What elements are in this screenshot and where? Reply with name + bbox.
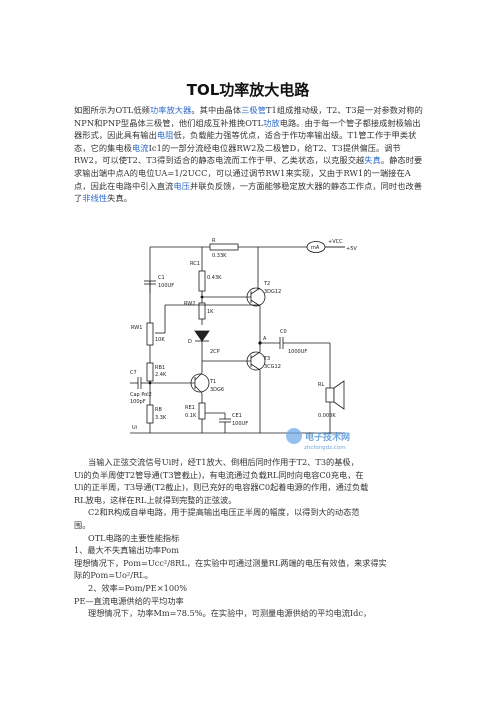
intro-text: 。静态时要求输出端中点A的电位UA=1/2UCC，可以通过调节RW1来实现，又由… [74,155,423,191]
label-rw2-val: 1K [207,309,214,315]
label-c1: C1 [158,275,165,281]
label-t2-type: 3DG12 [264,289,281,295]
label-rb-val: 3.3K [155,415,167,421]
label-r: R [212,238,216,244]
label-rw2: RW2 [184,301,195,307]
label-vcc: +VCC [328,239,343,245]
text-line: 际的Pom=Uo²/RL。 [74,570,153,581]
link-power-amp[interactable]: 功率放大器 [149,105,192,115]
link-resistor[interactable]: 电阻 [156,130,174,141]
text-line: OTL电路的主要性能指标 [88,532,180,543]
text-line: 2、效率=Pom/PE×100% [88,582,188,593]
text-line: 当输入正弦交流信号Ui时，经T1放大、倒相后同时作用于T2、T3的基极， [88,457,359,467]
intro-text: 低，负载能力强等优点，适合于作功率输出级。T1管工作于甲类状态，它的集电极 [74,130,417,153]
label-ce-val: 100UF [232,421,248,427]
label-rl-val: 0.008K [318,413,336,419]
label-c0-val: 1000UF [288,349,307,355]
link-voltage[interactable]: 电压 [173,180,191,191]
text-line: RL放电，这样在RL上就得到完整的正弦波。 [74,494,237,505]
text-line: 围。 [74,519,91,530]
watermark-logo: 电子技术网 zhcfongdz.com [286,428,350,451]
link-transistor[interactable]: 三极管 [241,105,266,115]
label-c1-val: 100UF [158,283,174,289]
link-amp[interactable]: 功放 [263,117,280,128]
intro-text: Ic1的一部分流经电位器RW2及二极管D，给T2、T3提供偏压。调节RW2，可以… [74,142,401,166]
intro-text: 。其中由晶体 [191,105,242,115]
label-cv-sub: Cap Pol2 [130,392,152,398]
label-d-type: 2CP [210,349,220,355]
label-d: D [188,339,192,345]
label-a: A [263,336,267,342]
label-t1: T1 [209,379,216,385]
intro-text: 如图所示为OTL低频 [74,105,150,115]
label-ui: Ui [132,425,137,431]
label-rc1-val: 0.43K [207,275,222,281]
text-line: PE—直流电源供给的平均功率 [74,595,184,606]
label-t1-type: 3DG6 [210,387,224,393]
label-re1-val: 0.1K [185,413,197,419]
text-line: Ui的正半周，T3导通(T2截止)，则已充好的电容器C0起着电源的作用，通过负载 [74,482,369,493]
body-text: 当输入正弦交流信号Ui时，经T1放大、倒相后同时作用于T2、T3的基极， Ui的负… [74,456,426,620]
label-rb1: RB1 [155,365,165,371]
label-vcc-val: +5V [346,246,357,252]
intro-text: T1组成推动级，T2、T3是一对参数对称的NPN和PNP型晶体三极管，他们组成互… [74,105,423,128]
link-nonlinear[interactable]: 非线性 [82,193,108,204]
intro-text: 失真。 [107,193,133,204]
text-line: Ui的负半周使T2管导通(T3管截止)，有电流通过负载RL同时向电容C0充电，在 [74,469,364,480]
label-ce: CE1 [232,413,242,419]
label-rw1: RW1 [131,325,142,331]
text-line: C2和R构成自举电路，用于提高输出电压正半周的幅度，以得到大的动态范 [88,507,360,518]
label-rb1-val: 2.4K [155,372,167,378]
link-current[interactable]: 电流 [132,142,149,153]
label-re1: RE1 [185,405,195,411]
label-rc1: RC1 [190,261,200,267]
label-cv: C7 [130,370,137,376]
label-ma: mA [311,245,320,251]
label-t3: T3 [263,356,270,362]
text-line: 理想情况下，Pom=Ucc²/8RL，在实验中可通过测量RL两端的电压有效值，来… [74,557,387,568]
intro-paragraph: 如图所示为OTL低频功率放大器。其中由晶体三极管T1组成推动级，T2、T3是一对… [74,104,424,205]
page-title: TOL功率放大电路 [186,81,310,99]
text-line: 理想情况下，功率Mm=78.5%。在实验中，可测量电源供给的平均电流Idc， [88,608,372,619]
watermark-title: 电子技术网 [305,431,350,443]
label-rl: RL [318,382,324,388]
label-rb: RB [155,407,162,413]
label-t2: T2 [263,281,270,287]
circuit-diagram: R 0.33K RC1 0.43K T2 3DG12 mA +VCC +5V C… [130,238,357,451]
link-distortion[interactable]: 失真 [364,155,381,166]
label-r-val: 0.33K [212,253,227,259]
label-c0: C0 [280,329,287,335]
watermark-url: zhcfongdz.com [304,445,346,451]
label-cv-val: 100pF [130,399,146,405]
text-line: 1、最大不失真输出功率Pom [74,545,179,556]
intro-text: 并联负反馈，一方面能够稳定放大器的静态工作点，同时也改善了 [74,180,423,204]
intro-text: 电路。由于每一个管子都接成射极输出器形式，因此具有输出 [74,117,421,141]
label-rw1-val: 10K [155,337,165,343]
label-t3-type: 3CG12 [264,364,281,370]
